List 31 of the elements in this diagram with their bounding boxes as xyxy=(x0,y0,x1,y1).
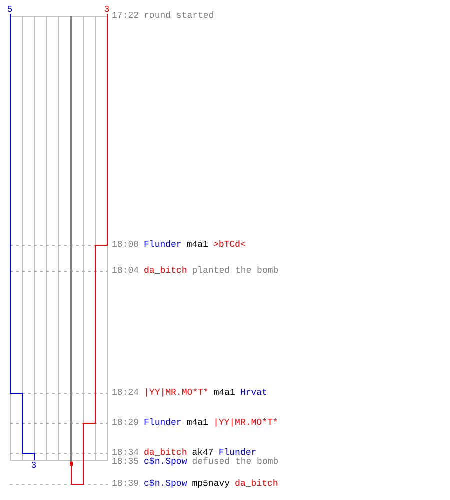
player-name: Hrvat xyxy=(240,389,268,398)
player-count: 5 xyxy=(7,6,13,14)
player-count: 3 xyxy=(104,6,110,14)
player-name: |YY|MR.MO*T* xyxy=(213,419,278,428)
player-name: >bTCd< xyxy=(213,241,246,250)
player-name: da_bitch xyxy=(144,267,188,276)
timestamp: 18:00 xyxy=(112,241,140,250)
timestamp: 18:29 xyxy=(112,419,140,428)
player-name: c$n.Spow xyxy=(144,458,188,467)
weapon-name: ak47 xyxy=(192,449,214,458)
weapon-name: m4a1 xyxy=(186,241,208,250)
timestamp: 18:34 xyxy=(112,449,140,458)
player-name: Flunder xyxy=(144,241,182,250)
timestamp: 17:22 xyxy=(112,12,140,21)
player-name: da_bitch xyxy=(144,449,188,458)
event-text: planted the bomb xyxy=(192,267,279,276)
timestamp: 18:24 xyxy=(112,389,140,398)
weapon-name: mp5navy xyxy=(192,480,230,489)
player-count: 3 xyxy=(31,462,37,470)
timestamp: 18:04 xyxy=(112,267,140,276)
player-name: Flunder xyxy=(218,449,257,458)
player-name: da_bitch xyxy=(235,480,278,489)
timestamp: 18:39 xyxy=(112,480,140,489)
player-name: |YY|MR.MO*T* xyxy=(144,389,209,398)
event-text: round started xyxy=(144,12,214,21)
weapon-name: m4a1 xyxy=(186,419,208,428)
player-name: Flunder xyxy=(144,419,182,428)
event-text: defused the bomb xyxy=(192,458,279,467)
weapon-name: m4a1 xyxy=(214,389,236,398)
player-name: c$n.Spow xyxy=(144,480,188,489)
timestamp: 18:35 xyxy=(112,458,140,467)
